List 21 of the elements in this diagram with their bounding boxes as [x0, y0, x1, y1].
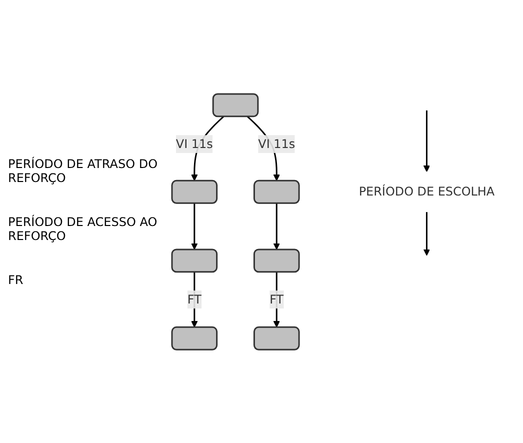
panel-box	[212, 92, 259, 117]
arrow	[191, 202, 198, 250]
arrow	[273, 272, 280, 328]
panel-box	[171, 248, 218, 272]
panel-box	[253, 180, 300, 204]
arrow	[273, 202, 280, 250]
period-label: FR	[8, 272, 24, 286]
edge-label: FT	[187, 292, 202, 306]
panel-box	[253, 326, 300, 350]
arrow	[191, 272, 198, 328]
edge-label: VI 11s	[176, 136, 213, 150]
period-label: PERÍODO DE ACESSO AO REFORÇO	[8, 214, 158, 242]
panel-box	[253, 248, 300, 272]
arrow	[423, 110, 430, 172]
edge-label: VI 11s	[258, 136, 296, 150]
period-title: PERÍODO DE ESCOLHA	[358, 184, 495, 198]
edge-label: FT	[270, 292, 284, 306]
panel-box	[171, 180, 218, 204]
panel-box	[171, 326, 218, 350]
period-label: PERÍODO DE ATRASO DO REFORÇO	[8, 156, 158, 184]
arrow	[423, 212, 430, 256]
